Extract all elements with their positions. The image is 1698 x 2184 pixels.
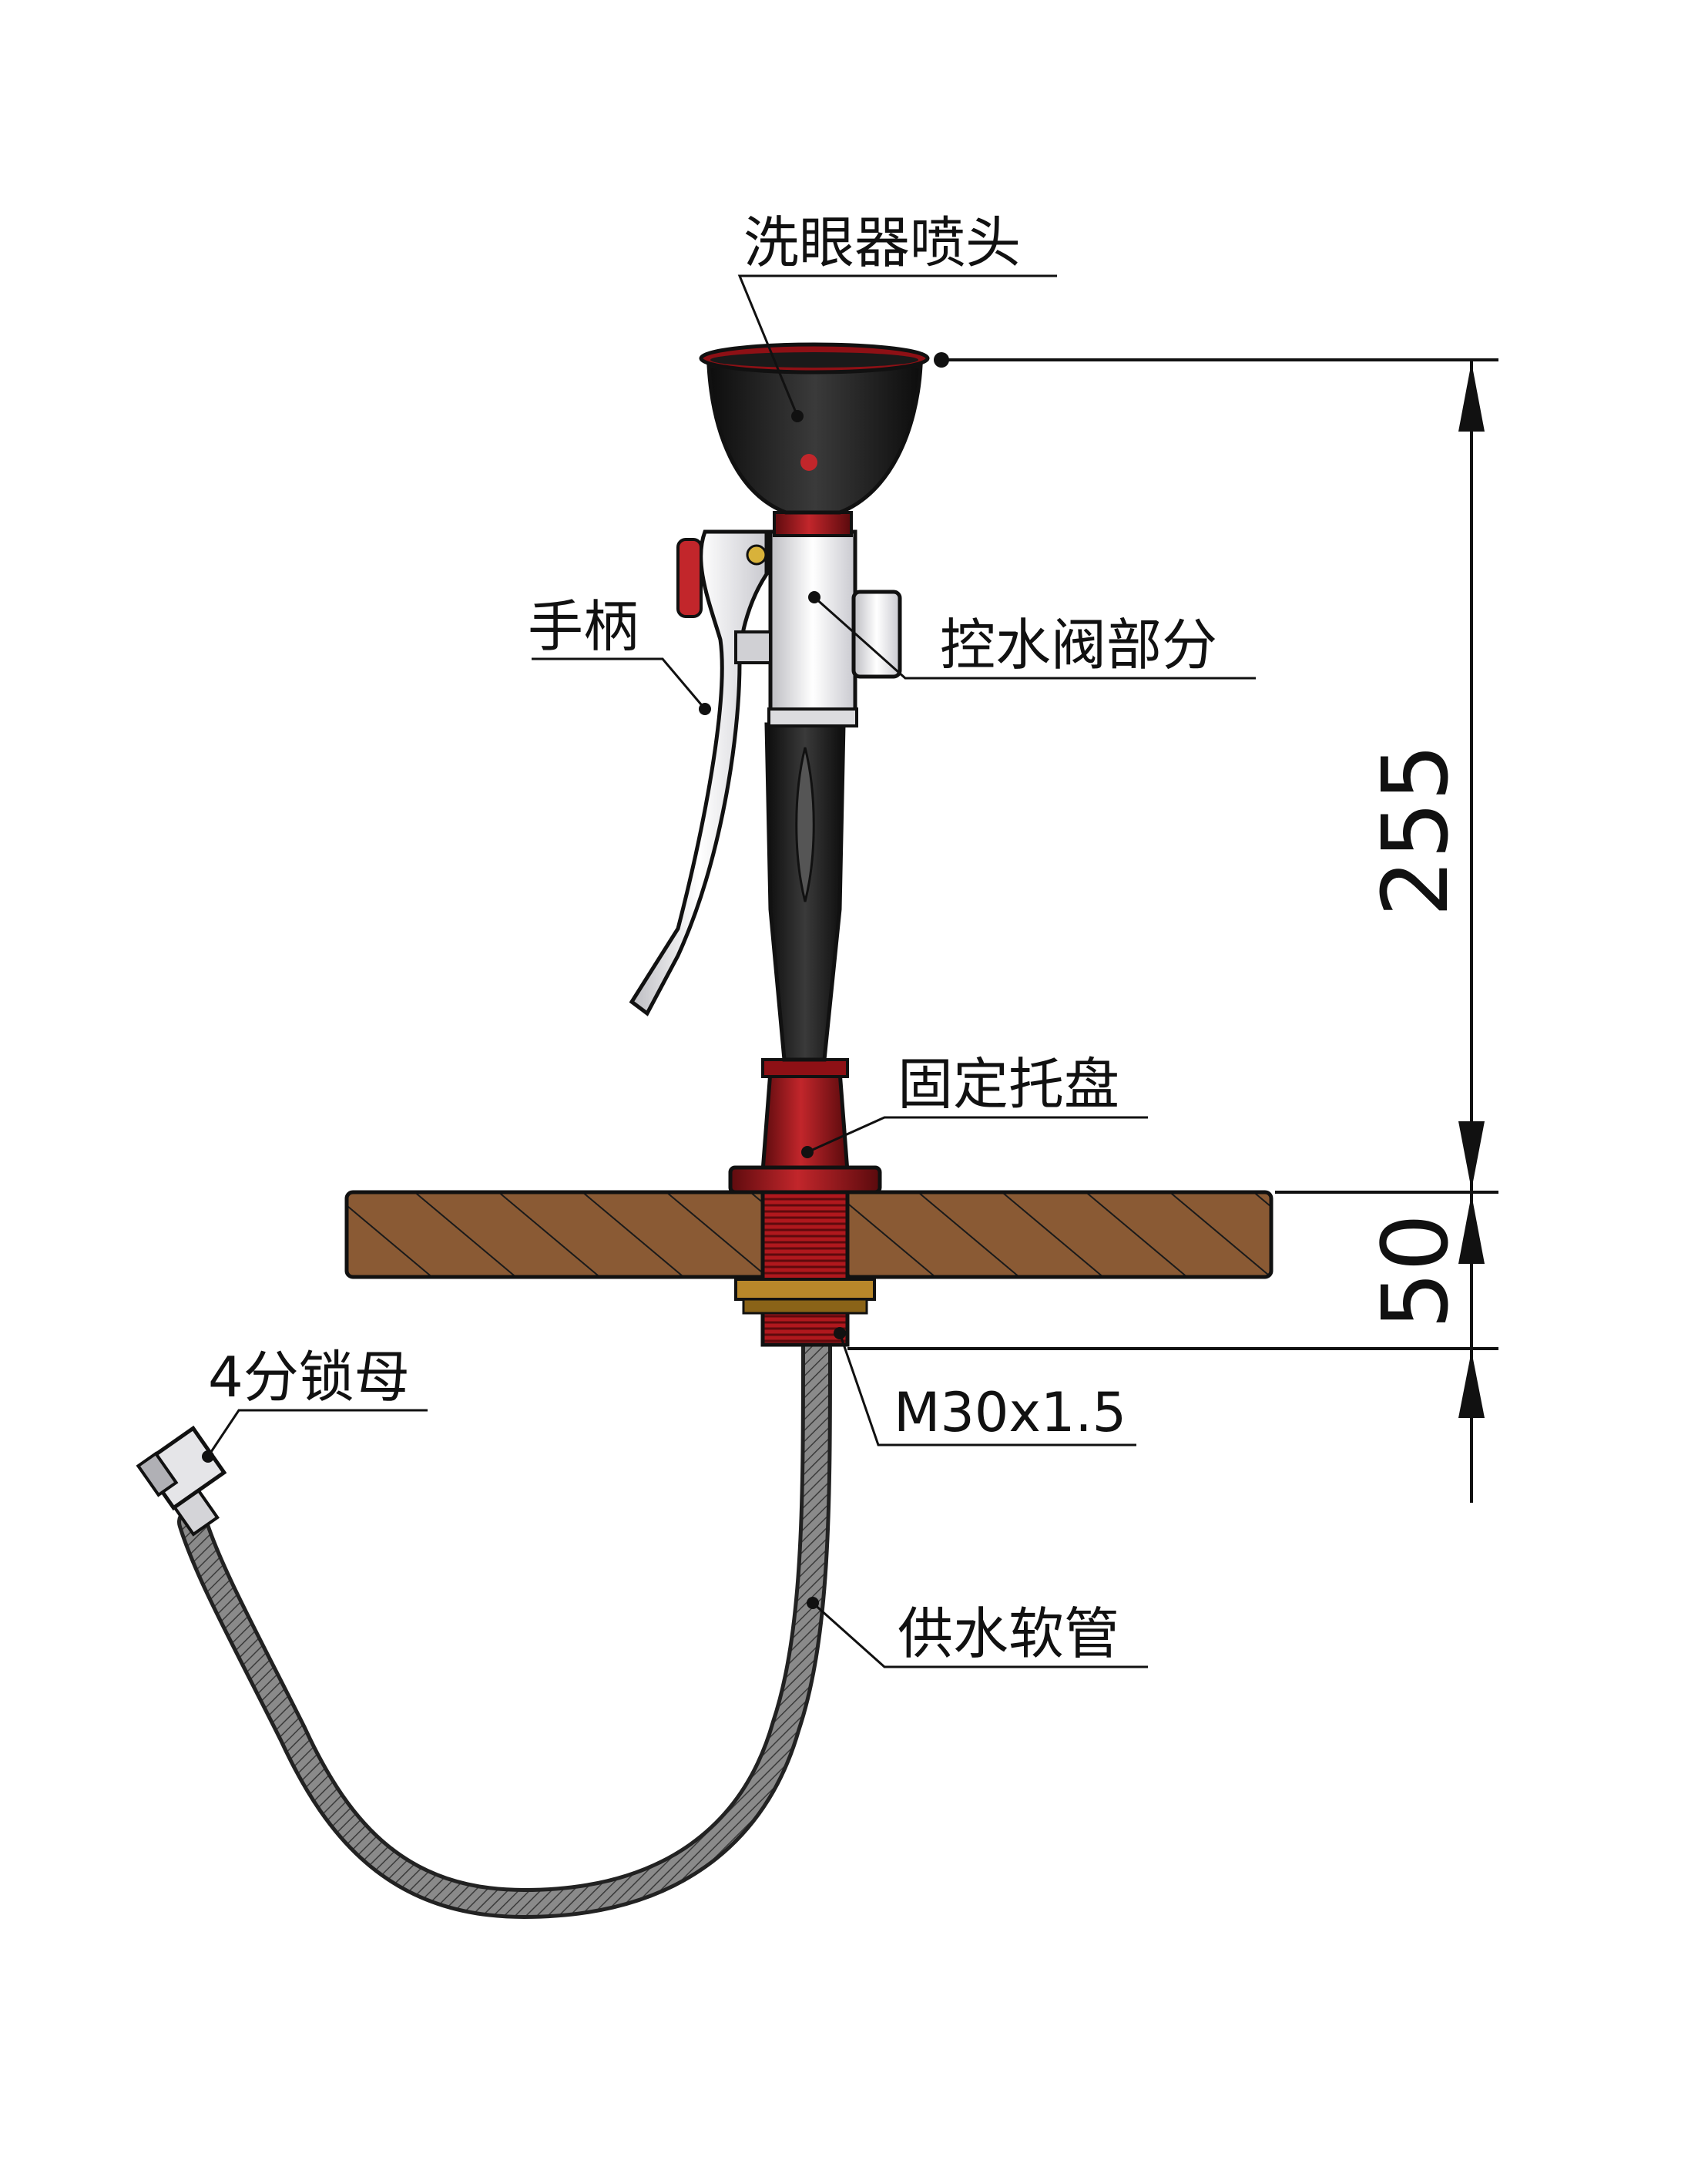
label-nut: 4分锁母 xyxy=(208,1345,410,1410)
valve-body xyxy=(767,511,902,727)
leader-dots xyxy=(202,410,846,1609)
dimension-thickness: 50 xyxy=(1362,1214,1468,1329)
handle xyxy=(629,529,772,1016)
eyewash-nozzle xyxy=(699,342,949,515)
body-column xyxy=(764,722,846,1062)
label-tray: 固定托盘 xyxy=(898,1052,1119,1117)
label-nozzle: 洗眼器喷头 xyxy=(743,210,1021,275)
label-handle: 手柄 xyxy=(528,594,639,659)
label-valve: 控水阀部分 xyxy=(940,613,1217,677)
dimension-lines xyxy=(847,358,1498,1503)
lock-nut xyxy=(136,1425,227,1537)
label-hose: 供水软管 xyxy=(898,1601,1119,1666)
fixing-tray xyxy=(728,1058,882,1194)
supply-hose xyxy=(177,1329,832,1920)
label-thread: M30x1.5 xyxy=(894,1381,1126,1444)
leader-lines xyxy=(206,274,1256,1668)
dimension-height: 255 xyxy=(1362,744,1468,917)
